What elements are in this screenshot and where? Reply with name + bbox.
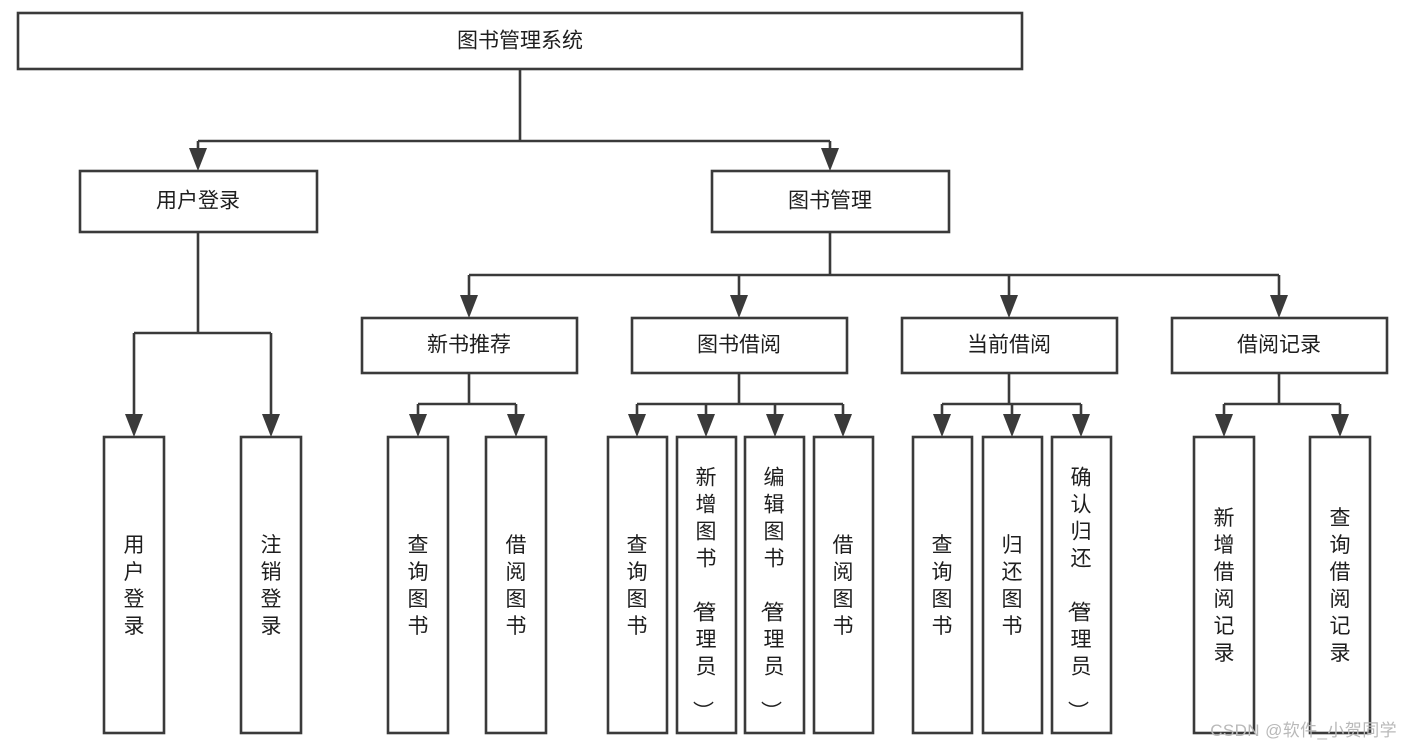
arrowhead-current-borrow xyxy=(1000,295,1018,318)
arrowhead-new-book-recommend xyxy=(460,295,478,318)
node-new-book-recommend-box[interactable] xyxy=(360,316,579,375)
node-root-label: 图书管理系统 xyxy=(457,30,583,53)
node-user-login-label: 用户登录 xyxy=(156,190,240,213)
arrowhead-leaf-edit-book xyxy=(766,414,784,437)
node-leaf-query-borrow-record-label: 查询借阅记录 xyxy=(1330,507,1351,665)
arrowhead-user-login xyxy=(189,148,207,171)
node-leaf-borrow-book-recommend-box[interactable] xyxy=(484,435,548,735)
csdn-watermark: CSDN @软件_小贺同学 xyxy=(1210,721,1397,740)
node-leaf-confirm-return[interactable]: 确认归还（管理员） xyxy=(1050,435,1113,735)
node-leaf-add-book-label: 新增图书（管理员） xyxy=(691,467,717,722)
node-book-manage-label: 图书管理 xyxy=(788,190,872,213)
node-borrow-record[interactable]: 借阅记录 xyxy=(1170,316,1389,375)
node-layer: 图书管理系统 用户登录 图书管理 新书推荐 图书借阅 当前 xyxy=(16,11,1389,735)
node-current-borrow[interactable]: 当前借阅 xyxy=(900,316,1119,375)
node-leaf-user-login-box[interactable] xyxy=(102,435,166,735)
node-leaf-query-book-recommend-label: 查询图书 xyxy=(408,534,429,638)
arrowhead-leaf-query-book-current xyxy=(933,414,951,437)
node-current-borrow-label: 当前借阅 xyxy=(967,334,1051,357)
node-leaf-return-book[interactable]: 归还图书 xyxy=(981,435,1044,735)
node-borrow-record-label: 借阅记录 xyxy=(1237,334,1321,357)
node-root-box[interactable] xyxy=(16,11,1024,71)
node-new-book-recommend[interactable]: 新书推荐 xyxy=(360,316,579,375)
arrowhead-book-borrow xyxy=(730,295,748,318)
arrowhead-leaf-return-book xyxy=(1003,414,1021,437)
node-book-borrow-box[interactable] xyxy=(630,316,849,375)
node-leaf-return-book-box[interactable] xyxy=(981,435,1044,735)
arrowhead-leaf-add-book xyxy=(697,414,715,437)
node-leaf-query-book-recommend-box[interactable] xyxy=(386,435,450,735)
node-leaf-logout-box[interactable] xyxy=(239,435,303,735)
node-leaf-return-book-label: 归还图书 xyxy=(1002,534,1023,638)
node-user-login-box[interactable] xyxy=(78,169,319,234)
node-leaf-query-book-current-label: 查询图书 xyxy=(932,534,953,638)
node-leaf-query-book-borrow-box[interactable] xyxy=(606,435,669,735)
node-leaf-query-book-borrow-label: 查询图书 xyxy=(627,534,648,638)
connector-layer xyxy=(125,69,1349,437)
node-leaf-edit-book-label: 编辑图书（管理员） xyxy=(759,467,785,722)
node-leaf-edit-book[interactable]: 编辑图书（管理员） xyxy=(743,435,806,735)
arrowhead-leaf-user-login xyxy=(125,414,143,437)
node-leaf-edit-book-box[interactable] xyxy=(743,435,806,735)
node-leaf-user-login[interactable]: 用户登录 xyxy=(102,435,166,735)
node-current-borrow-box[interactable] xyxy=(900,316,1119,375)
arrowhead-borrow-record xyxy=(1270,295,1288,318)
node-new-book-recommend-label: 新书推荐 xyxy=(427,334,511,357)
node-leaf-query-borrow-record-box[interactable] xyxy=(1308,435,1372,735)
node-book-borrow-label: 图书借阅 xyxy=(697,334,781,357)
node-leaf-logout-label: 注销登录 xyxy=(261,534,282,638)
arrowhead-leaf-borrow-book xyxy=(834,414,852,437)
node-leaf-query-borrow-record[interactable]: 查询借阅记录 xyxy=(1308,435,1372,735)
arrowhead-leaf-add-borrow-record xyxy=(1215,414,1233,437)
node-book-manage-box[interactable] xyxy=(710,169,951,234)
node-leaf-query-book-borrow[interactable]: 查询图书 xyxy=(606,435,669,735)
arrowhead-book-manage xyxy=(821,148,839,171)
arrowhead-leaf-borrow-book-recommend xyxy=(507,414,525,437)
node-book-borrow[interactable]: 图书借阅 xyxy=(630,316,849,375)
node-leaf-borrow-book-recommend[interactable]: 借阅图书 xyxy=(484,435,548,735)
node-borrow-record-box[interactable] xyxy=(1170,316,1389,375)
arrowhead-leaf-query-book-recommend xyxy=(409,414,427,437)
arrowhead-leaf-confirm-return xyxy=(1072,414,1090,437)
arrowhead-leaf-logout xyxy=(262,414,280,437)
node-leaf-add-borrow-record-label: 新增借阅记录 xyxy=(1214,507,1235,665)
node-leaf-query-book-current-box[interactable] xyxy=(911,435,974,735)
node-leaf-logout[interactable]: 注销登录 xyxy=(239,435,303,735)
node-leaf-borrow-book[interactable]: 借阅图书 xyxy=(812,435,875,735)
node-leaf-borrow-book-box[interactable] xyxy=(812,435,875,735)
node-leaf-add-book-box[interactable] xyxy=(675,435,738,735)
node-leaf-confirm-return-label: 确认归还（管理员） xyxy=(1066,467,1092,722)
node-root[interactable]: 图书管理系统 xyxy=(16,11,1024,71)
node-leaf-borrow-book-label: 借阅图书 xyxy=(833,534,854,638)
node-leaf-add-borrow-record-box[interactable] xyxy=(1192,435,1256,735)
arrowhead-leaf-query-book-borrow xyxy=(628,414,646,437)
node-leaf-user-login-label: 用户登录 xyxy=(124,534,145,638)
node-leaf-confirm-return-box[interactable] xyxy=(1050,435,1113,735)
node-leaf-query-book-recommend[interactable]: 查询图书 xyxy=(386,435,450,735)
arrowhead-leaf-query-borrow-record xyxy=(1331,414,1349,437)
node-leaf-borrow-book-recommend-label: 借阅图书 xyxy=(506,534,527,638)
node-leaf-query-book-current[interactable]: 查询图书 xyxy=(911,435,974,735)
node-book-manage[interactable]: 图书管理 xyxy=(710,169,951,234)
node-user-login[interactable]: 用户登录 xyxy=(78,169,319,234)
node-leaf-add-book[interactable]: 新增图书（管理员） xyxy=(675,435,738,735)
node-leaf-add-borrow-record[interactable]: 新增借阅记录 xyxy=(1192,435,1256,735)
